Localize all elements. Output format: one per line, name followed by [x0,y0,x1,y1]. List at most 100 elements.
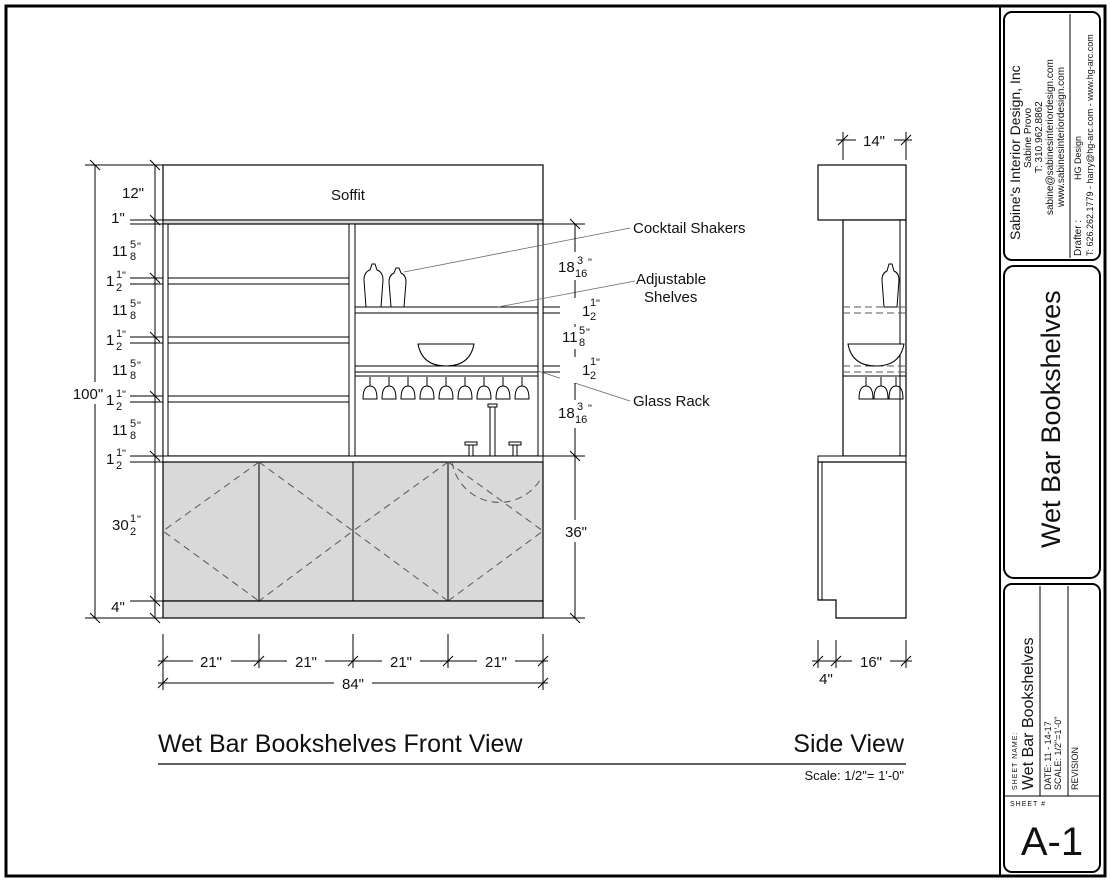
company-email: sabine@sabinesinteriordesign.com [1045,59,1056,215]
side-glass-icons [858,377,904,400]
svg-text:2: 2 [130,526,136,538]
svg-text:": " [122,448,126,460]
callout-glass-rack: Glass Rack [633,393,710,410]
drafter-name: HG Design [1073,136,1083,180]
svg-text:1: 1 [582,362,590,379]
dim-counter-height: 36" [565,524,587,541]
svg-text:1: 1 [106,392,114,409]
svg-text:": " [586,327,590,339]
svg-text:2: 2 [590,311,596,323]
dim-door-width: 21" [295,654,317,671]
dim-door-width: 21" [485,654,507,671]
svg-text:11: 11 [112,243,128,260]
svg-text:8: 8 [130,370,136,382]
dim-overall-height: 100" [73,386,103,403]
svg-text:5: 5 [130,358,136,370]
company-phone: T: 310.962.8862 [1034,101,1045,173]
company-web: www.sabinesinteriordesign.com [1056,67,1067,208]
svg-text:1: 1 [116,388,122,400]
svg-text:": " [137,241,141,253]
svg-text:": " [596,357,600,369]
svg-text:5: 5 [130,239,136,251]
side-view-title: Side View [793,730,905,758]
svg-text:": " [137,360,141,372]
sheet-number: A-1 [1021,820,1083,864]
side-bowl-icon [847,343,905,367]
svg-text:11: 11 [112,302,128,319]
callout-cocktail-shakers: Cocktail Shakers [633,220,746,237]
sheet-name: Wet Bar Bookshelves [1020,637,1037,790]
sheet-scale: SCALE: 1/2"=1'-0" [1053,717,1063,790]
wine-glass-icons [362,377,530,400]
left-side-panel [162,223,169,457]
svg-text:1: 1 [582,303,590,320]
svg-text:1: 1 [130,513,136,525]
svg-text:3: 3 [577,401,583,413]
svg-text:1: 1 [106,451,114,468]
svg-text:1: 1 [106,273,114,290]
company-name: Sabine's Interior Design, Inc [1007,65,1023,240]
callout-leaders [403,227,636,402]
big-sheet-title: Wet Bar Bookshelves [1036,290,1066,548]
svg-text:1: 1 [590,297,596,309]
svg-text:3: 3 [577,255,583,267]
front-view-title: Wet Bar Bookshelves Front View [158,730,523,758]
svg-text:11: 11 [562,329,578,346]
svg-text:1: 1 [116,447,122,459]
side-soffit [817,164,907,221]
left-shelf-2 [167,336,350,344]
cocktail-shaker-icon [363,263,407,308]
soffit-label: Soffit [331,187,366,204]
left-shelf-3 [167,395,350,403]
svg-text:2: 2 [116,282,122,294]
company-person: Sabine Provo [1023,108,1034,168]
svg-text:": " [122,329,126,341]
svg-text:": " [137,420,141,432]
callout-shelves: Shelves [644,289,697,306]
countertop [162,455,544,463]
svg-text:1: 1 [116,269,122,281]
drafter-label: Drafter : [1073,220,1084,256]
left-fraction-dims: 11 5 8 " 1 1 2 " 11 5 8 " 1 1 2 " 11 5 8… [106,239,141,538]
top-band [162,219,544,225]
svg-text:": " [588,403,592,415]
center-divider [348,223,356,457]
svg-text:5: 5 [130,298,136,310]
right-shelf-2 [354,365,539,373]
title-block: Sabine's Interior Design, Inc Sabine Pro… [1003,11,1101,873]
right-shelf-1 [354,306,539,314]
svg-text:8: 8 [130,251,136,263]
side-countertop [817,455,907,463]
side-view: 14" 16" 4" Side View Scale: 1/2"= 1'-0" [158,131,912,783]
svg-text:2: 2 [116,460,122,472]
right-fraction-dims: 18 3 16 " 1 1 2 " 11 5 8 " 1 1 2 " 18 3 … [558,255,600,426]
side-shaker-icon [881,263,900,308]
svg-text:2: 2 [116,401,122,413]
svg-text:30: 30 [112,517,129,534]
scale-note: Scale: 1/2"= 1'-0" [804,768,904,783]
svg-text:1: 1 [116,328,122,340]
faucet-icon [464,403,522,457]
svg-text:16: 16 [575,414,587,426]
svg-text:8: 8 [579,337,585,349]
svg-text:1: 1 [590,356,596,368]
svg-text:11: 11 [112,362,128,379]
sheet-info-box [1003,583,1101,873]
left-shelf-1 [167,277,350,285]
callout-adjustable: Adjustable [636,271,706,288]
svg-text:2: 2 [116,341,122,353]
svg-text:2: 2 [590,370,596,382]
dim-door-width: 21" [200,654,222,671]
sheet-border [4,4,1107,878]
dim-side-top: 14" [863,133,885,150]
svg-text:16: 16 [575,268,587,280]
dim-soffit-height: 12" [122,185,144,202]
big-title-box [1003,265,1101,579]
svg-text:8: 8 [130,430,136,442]
bowl-icon [417,343,475,367]
svg-text:8: 8 [130,310,136,322]
toe-kick [162,600,544,619]
dim-band-height: 1" [111,210,125,227]
svg-text:": " [588,257,592,269]
